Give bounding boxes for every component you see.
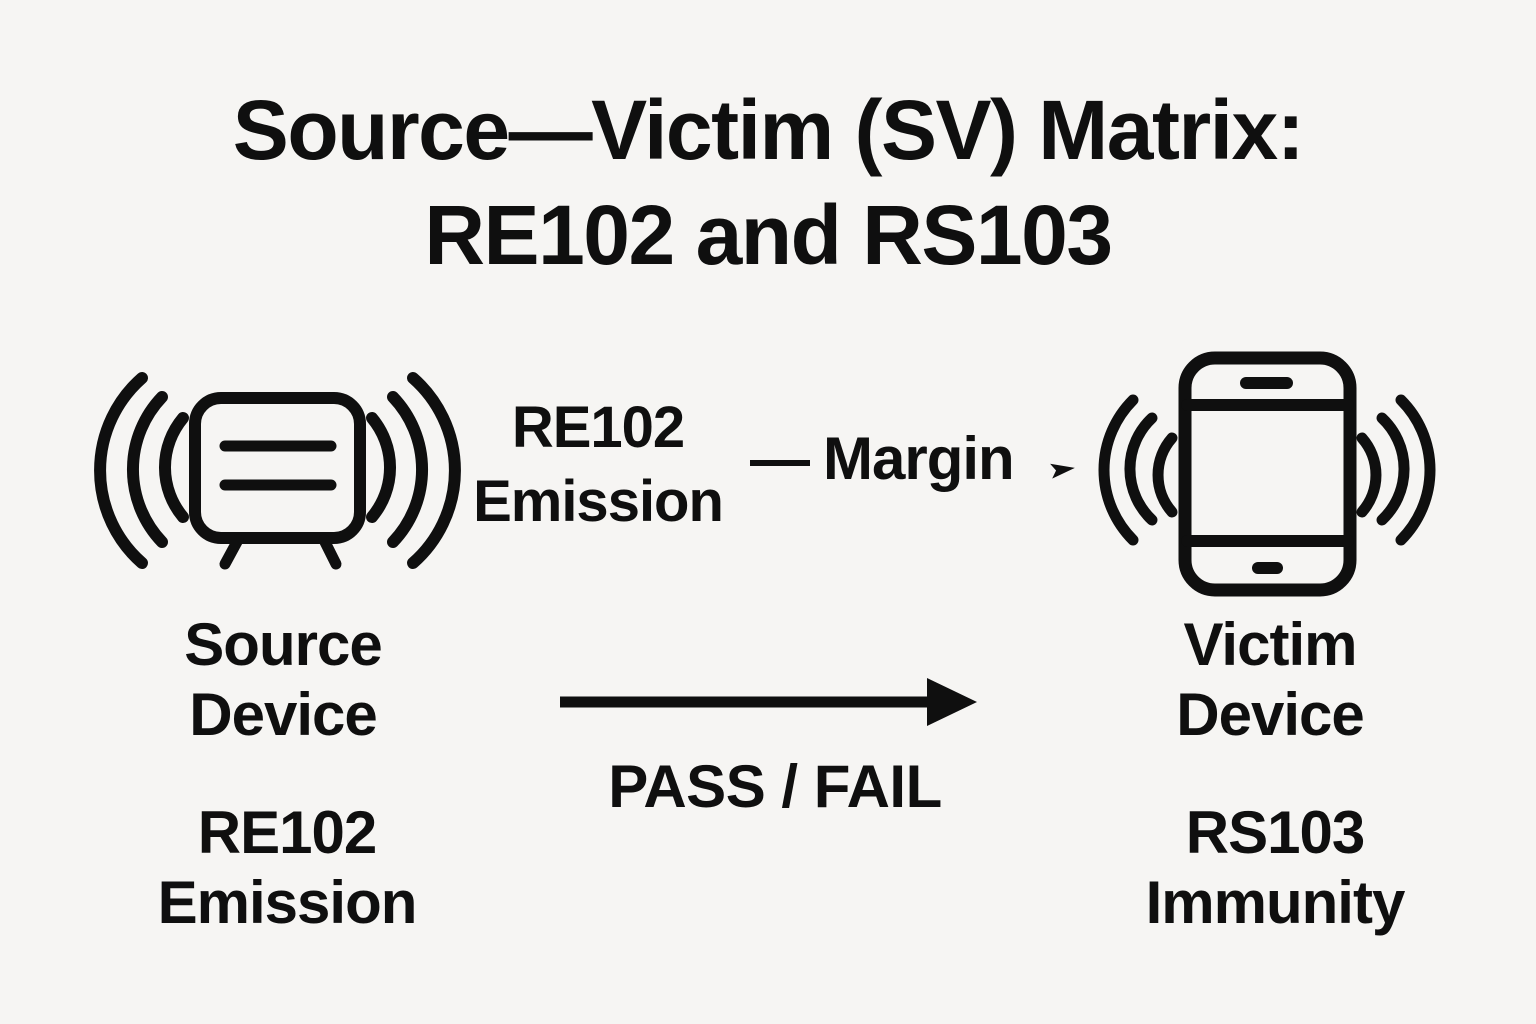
radio-waves-icon	[94, 372, 461, 569]
smartphone-glyph	[1178, 351, 1357, 597]
victim-spec-line-2: Immunity	[1145, 869, 1406, 936]
source-label-line-2: Device	[189, 681, 377, 748]
source-spec-line-2: Emission	[157, 869, 418, 936]
source-label-line-1: Source	[184, 611, 382, 678]
page-title: Source—Victim (SV) Matrix: RE102 and RS1…	[0, 78, 1536, 288]
coupling-emission-label: RE102 Emission	[448, 391, 748, 539]
victim-label-line-1: Victim	[1183, 611, 1358, 678]
source-device-icon	[94, 372, 461, 570]
victim-spec-line-1: RS103	[1185, 799, 1365, 866]
box-device-glyph	[189, 392, 366, 570]
victim-label-line-2: Device	[1176, 681, 1364, 748]
title-line-2: RE102 and RS103	[424, 188, 1113, 282]
margin-label: Margin	[823, 425, 1015, 492]
pass-fail-label: PASS / FAIL	[608, 753, 942, 820]
right-arrow-icon	[560, 678, 977, 726]
title-line-1: Source—Victim (SV) Matrix:	[232, 83, 1305, 177]
source-device-label: Source Device	[133, 610, 433, 750]
source-spec-label: RE102 Emission	[137, 798, 437, 938]
radio-waves-icon	[1098, 394, 1436, 546]
minus-sign: —	[750, 425, 810, 492]
margin-expression: —Margin	[750, 424, 1015, 493]
coupling-emission-line-2: Emission	[473, 469, 724, 534]
small-right-pointer-icon	[1050, 463, 1075, 479]
coupling-emission-line-1: RE102	[511, 395, 685, 460]
source-spec-line-1: RE102	[197, 799, 377, 866]
victim-device-label: Victim Device	[1120, 610, 1420, 750]
victim-phone-icon	[1098, 351, 1436, 597]
victim-spec-label: RS103 Immunity	[1115, 798, 1435, 938]
